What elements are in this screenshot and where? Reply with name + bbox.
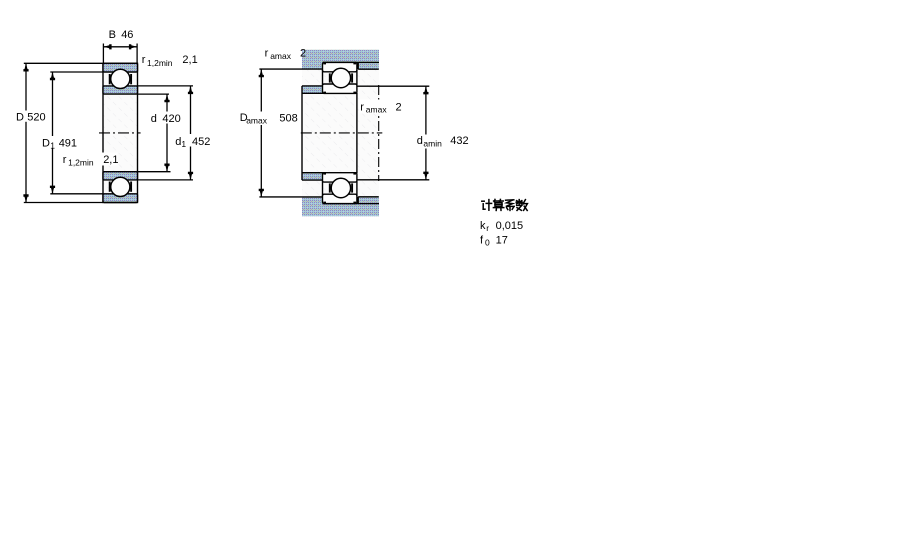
svg-text:2,1: 2,1	[103, 154, 118, 166]
svg-text:1: 1	[50, 141, 55, 151]
svg-text:1: 1	[181, 139, 186, 149]
svg-text:2,1: 2,1	[182, 54, 197, 66]
svg-text:B: B	[109, 29, 116, 41]
svg-text:452: 452	[192, 136, 210, 148]
svg-text:2: 2	[300, 48, 306, 60]
svg-text:D: D	[16, 112, 24, 124]
svg-text:46: 46	[121, 29, 133, 41]
svg-text:D: D	[240, 112, 248, 124]
svg-text:0: 0	[485, 237, 490, 247]
svg-text:r: r	[360, 102, 364, 114]
svg-text:r: r	[63, 154, 67, 166]
svg-text:amax: amax	[366, 105, 388, 115]
svg-text:0,015: 0,015	[496, 220, 524, 232]
svg-text:d: d	[151, 113, 157, 125]
svg-text:1,2min: 1,2min	[68, 157, 94, 167]
svg-text:1,2min: 1,2min	[147, 58, 173, 68]
svg-text:amax: amax	[246, 116, 268, 126]
svg-text:r: r	[142, 54, 146, 66]
svg-text:amax: amax	[270, 51, 292, 61]
svg-text:d: d	[417, 135, 423, 147]
svg-text:r: r	[265, 48, 269, 60]
svg-text:d: d	[175, 136, 181, 148]
svg-text:k: k	[480, 220, 486, 232]
svg-text:amin: amin	[423, 139, 442, 149]
svg-text:17: 17	[496, 234, 508, 246]
svg-text:491: 491	[59, 137, 77, 149]
svg-text:2: 2	[396, 102, 402, 114]
svg-text:520: 520	[27, 112, 45, 124]
svg-text:r: r	[486, 223, 489, 233]
svg-text:508: 508	[279, 112, 297, 124]
svg-text:D: D	[42, 137, 50, 149]
svg-text:432: 432	[450, 135, 468, 147]
svg-text:420: 420	[162, 113, 180, 125]
svg-text:f: f	[480, 234, 484, 246]
